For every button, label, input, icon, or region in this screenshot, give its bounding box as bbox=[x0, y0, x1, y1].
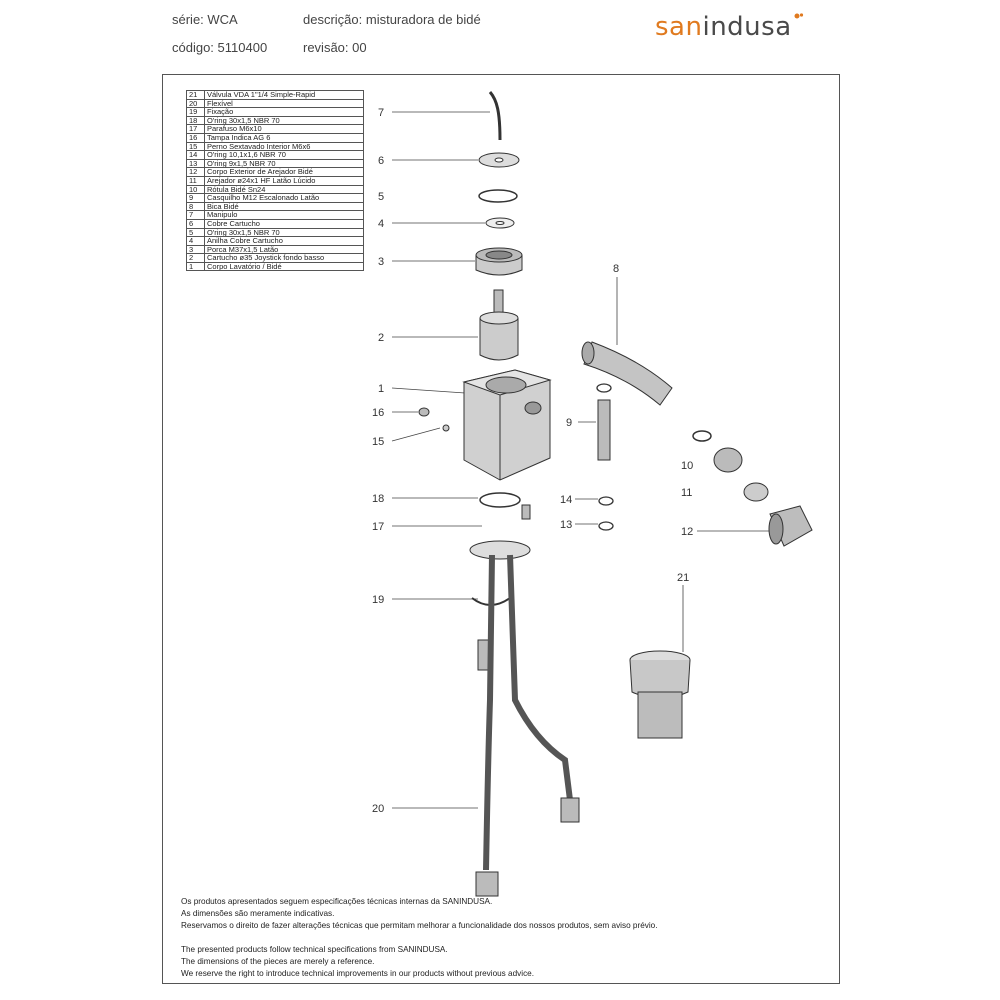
callout-8: 8 bbox=[613, 263, 619, 275]
callout-7: 7 bbox=[378, 107, 384, 119]
callout-5: 5 bbox=[378, 191, 384, 203]
serie-label: série: WCA bbox=[172, 12, 238, 27]
note-en-1: The presented products follow technical … bbox=[181, 945, 448, 954]
callout-2: 2 bbox=[378, 332, 384, 344]
callout-1: 1 bbox=[378, 383, 384, 395]
callout-3: 3 bbox=[378, 256, 384, 268]
note-en-3: We reserve the right to introduce techni… bbox=[181, 969, 534, 978]
callout-13: 13 bbox=[560, 519, 572, 531]
sanindusa-logo: sanindusa bbox=[655, 12, 803, 42]
logo-text-san: san bbox=[655, 12, 703, 42]
note-en-2: The dimensions of the pieces are merely … bbox=[181, 957, 375, 966]
code-label: código: 5110400 bbox=[172, 40, 268, 55]
callout-20: 20 bbox=[372, 803, 384, 815]
callout-9: 9 bbox=[566, 417, 572, 429]
callout-19: 19 bbox=[372, 594, 384, 606]
callout-10: 10 bbox=[681, 460, 693, 472]
note-pt-2: As dimensões são meramente indicativas. bbox=[181, 909, 335, 918]
logo-text-indusa: indusa bbox=[702, 12, 792, 42]
revision-label: revisão: 00 bbox=[303, 40, 367, 55]
callout-21: 21 bbox=[677, 572, 689, 584]
note-pt-1: Os produtos apresentados seguem especifi… bbox=[181, 897, 493, 906]
part-description: Corpo Lavatório / Bidé bbox=[204, 261, 364, 272]
callout-12: 12 bbox=[681, 526, 693, 538]
callout-4: 4 bbox=[378, 218, 384, 230]
callout-17: 17 bbox=[372, 521, 384, 533]
callout-16: 16 bbox=[372, 407, 384, 419]
callout-15: 15 bbox=[372, 436, 384, 448]
callout-18: 18 bbox=[372, 493, 384, 505]
note-pt-3: Reservamos o direito de fazer alterações… bbox=[181, 921, 658, 930]
callout-11: 11 bbox=[681, 487, 692, 499]
callout-6: 6 bbox=[378, 155, 384, 167]
description-label: descrição: misturadora de bidé bbox=[303, 12, 481, 27]
logo-mark-icon bbox=[794, 13, 803, 19]
drawing-frame bbox=[162, 74, 840, 984]
callout-14: 14 bbox=[560, 494, 572, 506]
